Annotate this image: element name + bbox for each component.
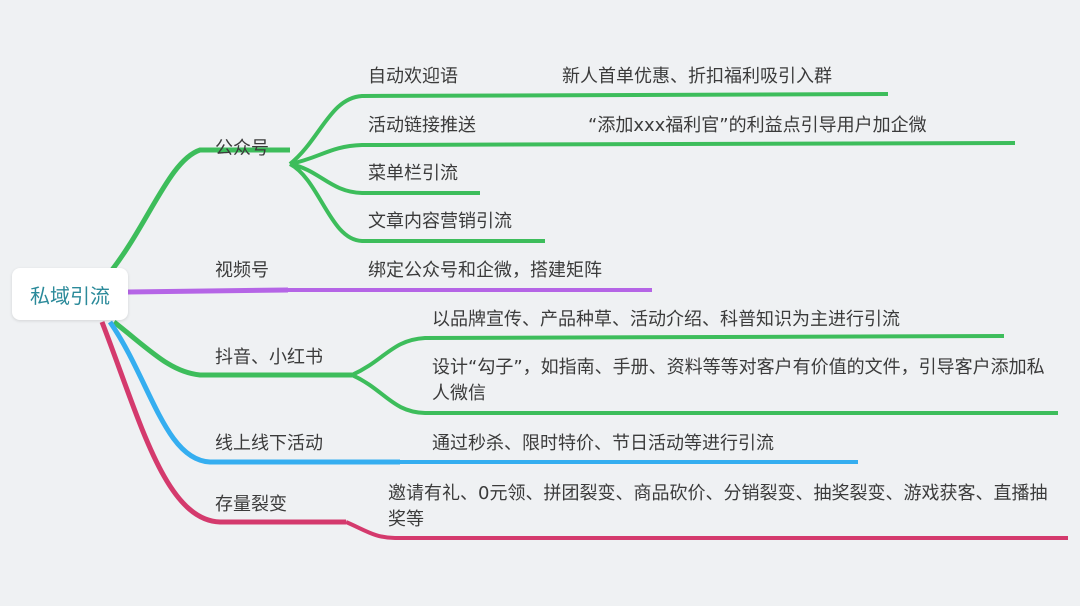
- branch-gongzhonghao[interactable]: 公众号: [215, 138, 269, 159]
- branch-shipinhao[interactable]: 视频号: [215, 260, 269, 281]
- node-wenzhang-neirong[interactable]: 文章内容营销引流: [368, 211, 512, 232]
- node-caidanlan[interactable]: 菜单栏引流: [368, 163, 458, 184]
- node-huodong-lianjie[interactable]: 活动链接推送: [368, 115, 476, 136]
- edge-gongzhonghao-1: [288, 92, 889, 166]
- edge-cunliang-1: [345, 520, 1068, 540]
- edge-root-douyin: [112, 320, 352, 378]
- edge-gongzhonghao-3: [289, 162, 480, 195]
- branch-douyin-xiaohongshu[interactable]: 抖音、小红书: [215, 347, 323, 368]
- node-zidong-huanyingyu[interactable]: 自动欢迎语: [368, 66, 458, 87]
- edge-gongzhonghao-2: [289, 141, 1016, 166]
- edge-root-xianshang: [107, 320, 400, 465]
- node-yaoqing-youli[interactable]: 邀请有礼、0元领、拼团裂变、商品砍价、分销裂变、抽奖裂变、游戏获客、直播抽奖等: [388, 483, 1048, 530]
- edge-root-shipinhao: [127, 287, 289, 295]
- note-zidong-huanyingyu: 新人首单优惠、折扣福利吸引入群: [562, 66, 832, 87]
- root-label: 私域引流: [30, 283, 110, 308]
- root-node[interactable]: 私域引流: [12, 268, 128, 320]
- edge-douyin-1: [351, 334, 1005, 377]
- note-huodong-lianjie: “添加xxx福利官”的利益点引导用户加企微: [588, 115, 927, 136]
- node-miaosha-tejia[interactable]: 通过秒杀、限时特价、节日活动等进行引流: [432, 433, 774, 454]
- edge-root-cunliang: [99, 321, 346, 525]
- edge-root-gongzhonghao: [110, 147, 290, 272]
- node-bangding-juzhen[interactable]: 绑定公众号和企微，搭建矩阵: [368, 260, 602, 281]
- branch-xianshang-xianxia[interactable]: 线上线下活动: [215, 433, 323, 454]
- node-sheji-gouzi[interactable]: 设计“勾子”，如指南、手册、资料等等对客户有价值的文件，引导客户添加私人微信: [432, 357, 1045, 404]
- node-pinpai-xuanchuan[interactable]: 以品牌宣传、产品种草、活动介绍、科普知识为主进行引流: [432, 309, 900, 330]
- branch-cunliang-liebian[interactable]: 存量裂变: [215, 494, 287, 515]
- edge-douyin-2: [351, 373, 1058, 415]
- edge-gongzhonghao-4: [288, 162, 545, 243]
